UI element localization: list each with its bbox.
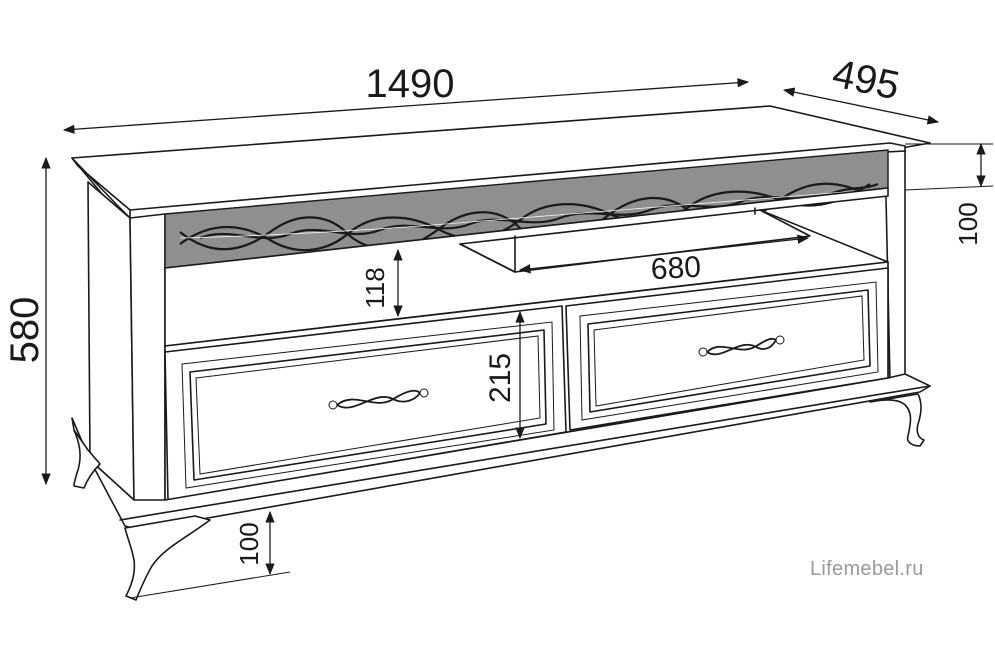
front-right-leg [869,393,925,447]
base-plinth [71,373,931,531]
dimension-leg-height-label: 100 [234,522,264,565]
drawer-handle-icon[interactable] [698,335,785,357]
dimension-width-label: 1490 [366,62,455,106]
rear-left-leg [73,429,101,489]
dimension-depth-label: 495 [829,52,903,109]
dimension-leg-height: 100 [129,510,291,599]
dimension-top-panel-label: 100 [953,202,983,245]
dimension-height: 580 [3,156,51,486]
front-left-stile [129,213,166,504]
dimension-top-panel: 100 [904,142,994,246]
front-left-leg [124,515,211,601]
dimension-niche-width: 680 [518,234,810,287]
top-slab-front [71,142,906,219]
dimension-drawer-height: 215 [484,310,525,440]
drawer-handle-icon[interactable] [328,388,429,410]
dimension-niche-height: 118 [360,248,403,318]
dimension-drawer-height-label: 215 [484,353,517,403]
dimension-depth: 495 [782,52,940,125]
drawer-left[interactable] [164,305,567,501]
dimension-niche-width-label: 680 [650,251,702,287]
left-side-panel [87,181,135,501]
watermark: Lifemebel.ru [810,558,924,580]
cabinet [71,105,931,601]
dimension-niche-height-label: 118 [360,267,390,308]
dimension-width: 1490 [62,62,750,134]
dimension-height-label: 580 [3,297,47,364]
